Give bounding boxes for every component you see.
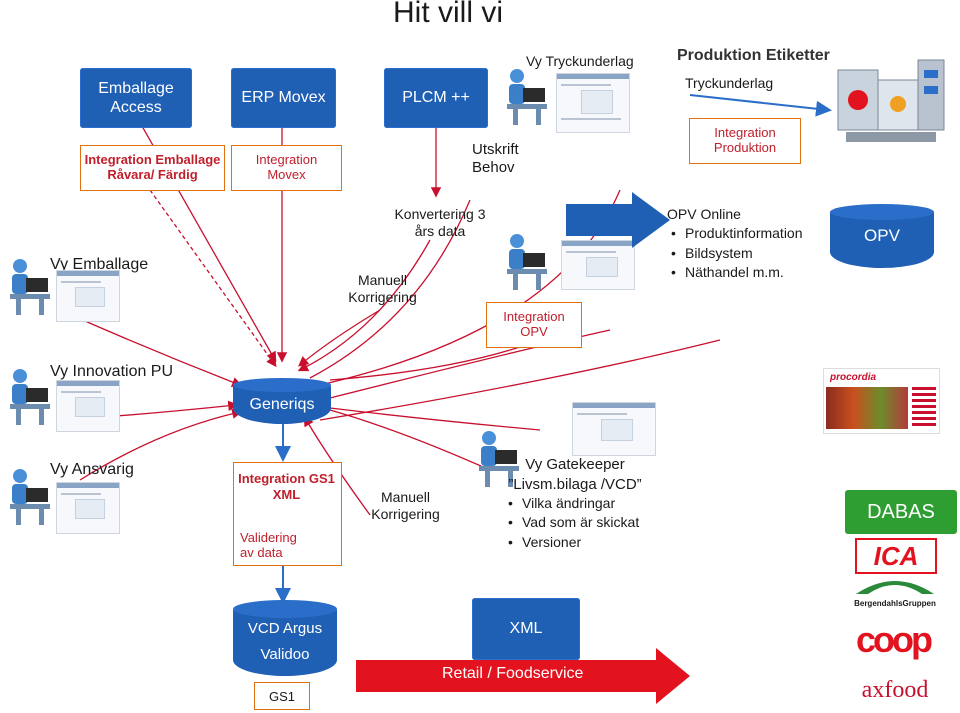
integration-gs1-box: Integration GS1 XML Validering av data [233,462,342,566]
vy-ansvarig-label: Vy Ansvarig [50,461,134,478]
screenshot-thumbnail [556,73,630,133]
integration-emballage-label: Integration Emballage Råvara/ Färdig [84,152,221,182]
integration-movex-label: Integration Movex [255,152,318,182]
integration-produktion-box: Integration Produktion [689,118,801,164]
screenshot-thumbnail [56,380,120,432]
procordia-website-screenshot: procordia [823,368,940,434]
user-computer-icon [6,368,52,428]
screenshot-thumbnail [572,402,656,456]
vcd-argus-database: VCD Argus Validoo [233,600,337,676]
integration-emballage-box: Integration Emballage Råvara/ Färdig [80,145,225,191]
validoo-label: Validoo [260,646,310,663]
generiqs-label: Generiqs [249,396,315,413]
integration-produktion-label: Integration Produktion [713,125,777,155]
xml-box: XML [472,598,580,660]
gatekeeper-item: Versioner [508,533,680,553]
gatekeeper-item: Vad som är skickat [508,513,680,533]
produktion-etiketter-label: Produktion Etiketter [677,47,830,64]
bergendahls-logo: BergendahlsGruppen [850,574,940,608]
vy-emballage-label: Vy Emballage [50,256,149,273]
vcd-argus-label: VCD Argus [247,620,323,637]
procordia-logo: procordia [830,372,877,383]
ica-logo-text: ICA [873,540,919,571]
opv-online-heading: OPV Online [667,206,741,222]
tryckunderlag-label: Tryckunderlag [685,75,774,91]
gatekeeper-item: Vilka ändringar [508,494,680,514]
menu-sidebar [912,387,936,429]
dabas-box: DABAS [845,490,957,534]
user-computer-icon [475,430,521,490]
retail-arrow: Retail / Foodservice [356,648,692,704]
big-arrow-icon [566,192,672,248]
gs1-box: GS1 [254,682,310,710]
erp-movex-box: ERP Movex [231,68,336,128]
ica-logo: ICA [855,538,937,574]
user-computer-icon [6,468,52,528]
opv-label: OPV [864,226,900,245]
screenshot-thumbnail [56,270,120,322]
axfood-logo: axfood [855,676,935,704]
bergendahls-logo-text: BergendahlsGruppen [854,599,936,608]
integration-movex-box: Integration Movex [231,145,342,191]
emballage-access-box: Emballage Access [80,68,192,128]
screenshot-thumbnail [56,482,120,534]
integration-gs1-label: Integration GS1 XML [238,471,335,502]
gatekeeper-block: Vy Gatekeeper ”Livsm.bilaga /VCD” Vilka … [470,455,680,552]
coop-logo: coop [851,618,935,662]
screenshot-thumbnail [561,240,635,290]
page-title: Hit vill vi [393,0,503,29]
coop-logo-text: coop [856,619,933,660]
food-photo [826,387,908,429]
xml-label: XML [509,620,543,637]
emballage-access-label: Emballage Access [98,79,174,116]
erp-movex-label: ERP Movex [241,89,326,106]
axfood-logo-text: axfood [861,676,929,703]
opv-online-item: Bildsystem [671,244,803,264]
vy-tryckunderlag-label: Vy Tryckunderlag [526,53,634,69]
user-computer-icon [503,68,549,128]
validering-label: Validering av data [240,530,297,560]
gs1-label: GS1 [268,688,295,704]
plcm-label: PLCM ++ [402,89,470,106]
manuell-korrigering-label-2: Manuell Korrigering [371,489,440,522]
livsm-label: ”Livsm.bilaga /VCD” [508,475,642,493]
opv-online-block: OPV Online Produktinformation Bildsystem… [667,205,803,283]
konvertering-label: Konvertering 3 års data [394,206,486,239]
generiqs-database: Generiqs [233,378,331,424]
opv-online-item: Produktinformation [671,224,803,244]
production-machine-icon [832,40,950,158]
vy-innovation-label: Vy Innovation PU [50,363,174,380]
opv-database: OPV [830,204,934,268]
dabas-label: DABAS [867,500,935,523]
integration-opv-label: Integration OPV [503,309,565,339]
vy-gatekeeper-label: Vy Gatekeeper [525,456,625,473]
user-computer-icon [503,233,549,293]
plcm-box: PLCM ++ [384,68,488,128]
utskrift-behov-label: Utskrift Behov [472,141,519,176]
integration-opv-box: Integration OPV [486,302,582,348]
retail-label: Retail / Foodservice [442,665,584,682]
opv-online-item: Näthandel m.m. [671,263,803,283]
user-computer-icon [6,258,52,318]
manuell-korrigering-label-1: Manuell Korrigering [348,272,417,305]
